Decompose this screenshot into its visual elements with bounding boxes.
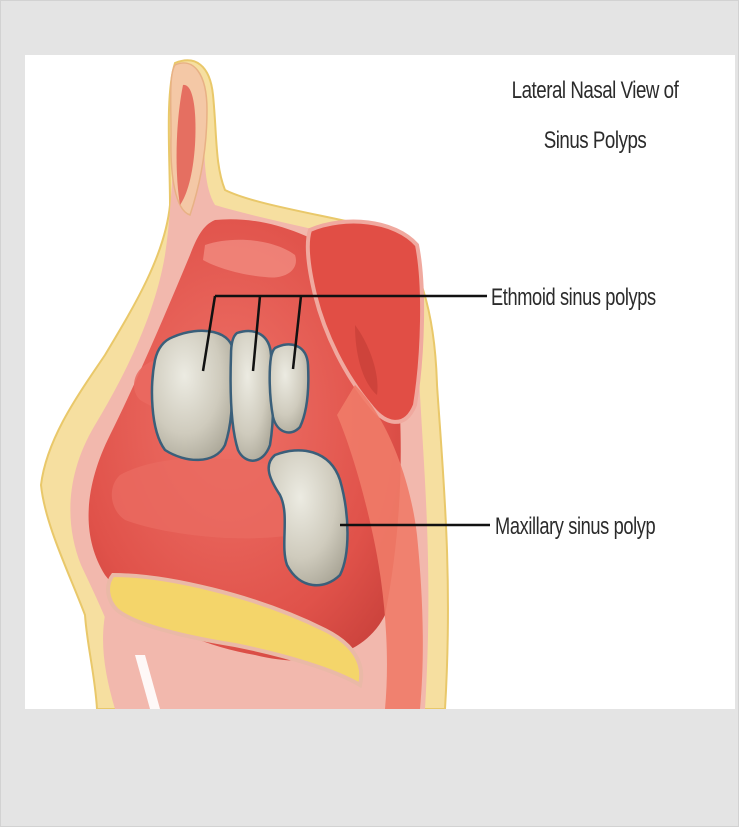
maxillary-label: Maxillary sinus polyp: [495, 513, 655, 541]
ethmoid-polyp-right: [270, 344, 309, 432]
ethmoid-label: Ethmoid sinus polyps: [491, 284, 656, 312]
ethmoid-polyp-left: [152, 331, 233, 460]
title-line-2: Sinus Polyps: [494, 127, 697, 155]
title-line-1: Lateral Nasal View of: [494, 77, 697, 105]
diagram-panel: Lateral Nasal View of Sinus Polyps Ethmo…: [25, 55, 735, 709]
ethmoid-polyp-middle: [231, 331, 274, 461]
